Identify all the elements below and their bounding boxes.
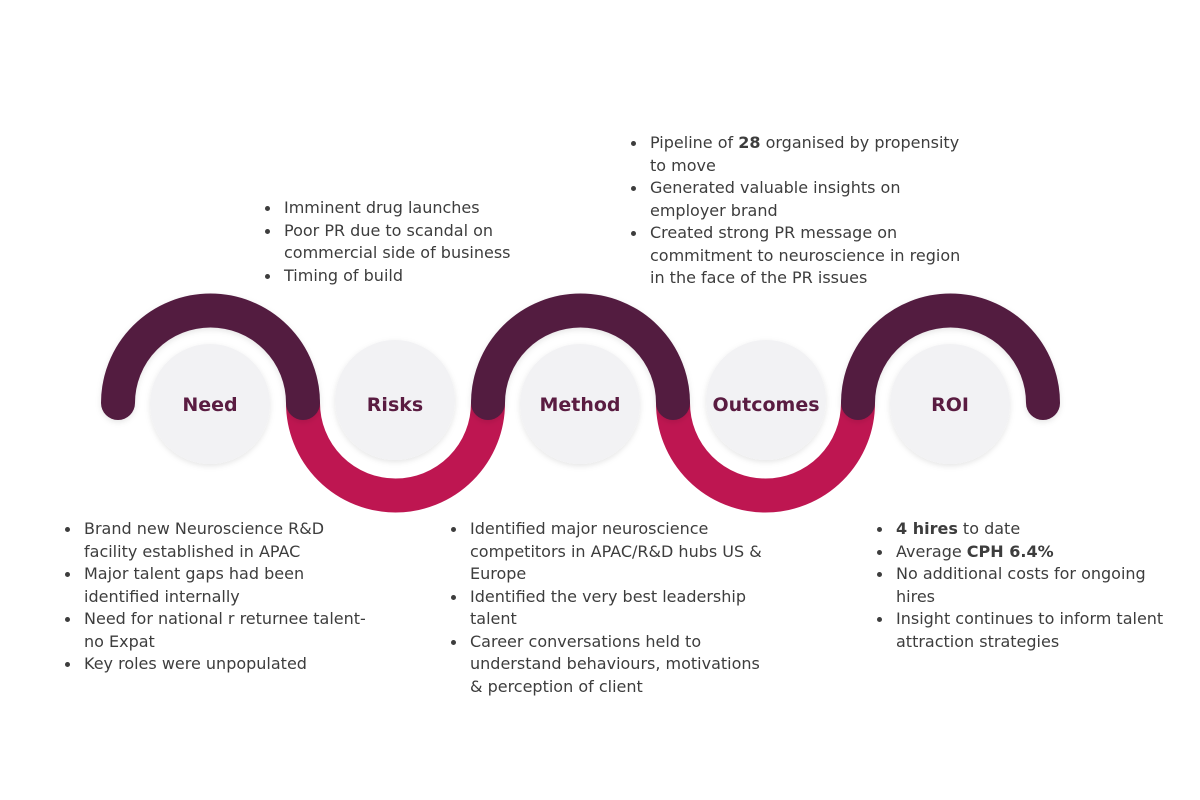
need-circle	[150, 344, 270, 464]
risks-item: Timing of build	[262, 265, 532, 288]
risks-list: Imminent drug launches Poor PR due to sc…	[262, 197, 532, 287]
need-upper-arc	[101, 293, 320, 420]
method-list: Identified major neuroscience competitor…	[448, 518, 768, 698]
risks-label: Risks	[367, 394, 423, 416]
need-item: Key roles were unpopulated	[62, 653, 382, 676]
roi-upper-arc	[841, 293, 1060, 420]
roi-item: 4 hires to date	[874, 518, 1174, 541]
risks-item: Imminent drug launches	[262, 197, 532, 220]
outcomes-item: Pipeline of 28 organised by propensity t…	[628, 132, 973, 177]
roi-circle	[890, 344, 1010, 464]
roi-label: ROI	[931, 394, 969, 416]
outcomes-item-text: organised by propensity to move	[650, 133, 960, 175]
method-item: Identified the very best leadership tale…	[448, 586, 768, 631]
need-item: Major talent gaps had been identified in…	[62, 563, 382, 608]
outcomes-circle	[706, 340, 826, 460]
method-item: Career conversations held to understand …	[448, 631, 768, 699]
method-label: Method	[539, 394, 620, 416]
roi-list: 4 hires to date Average CPH 6.4% No addi…	[874, 518, 1174, 653]
outcomes-list: Pipeline of 28 organised by propensity t…	[628, 132, 973, 290]
risks-item: Poor PR due to scandal on commercial sid…	[262, 220, 532, 265]
outcomes-item: Created strong PR message on commitment …	[628, 222, 973, 290]
roi-item-text: Average	[896, 541, 967, 561]
need-item: Brand new Neuroscience R&D facility esta…	[62, 518, 382, 563]
roi-cph: CPH 6.4%	[966, 541, 1054, 561]
roi-hires: 4 hires	[896, 519, 958, 538]
roi-item: Insight continues to inform talent attra…	[874, 608, 1174, 653]
method-item: Identified major neuroscience competitor…	[448, 518, 768, 586]
roi-item: Average CPH 6.4%	[874, 541, 1174, 564]
outcomes-label: Outcomes	[712, 394, 819, 416]
need-list: Brand new Neuroscience R&D facility esta…	[62, 518, 382, 676]
risks-circle	[335, 340, 455, 460]
method-circle	[520, 344, 640, 464]
roi-item: No additional costs for ongoing hires	[874, 563, 1174, 608]
roi-item-text: to date	[957, 519, 1021, 538]
need-item: Need for national r returnee talent- no …	[62, 608, 382, 653]
method-upper-arc	[471, 293, 690, 420]
risks-lower-arc	[286, 386, 505, 513]
outcomes-item-text: Pipeline of	[650, 133, 739, 152]
need-label: Need	[182, 394, 237, 416]
outcomes-pipeline-count: 28	[738, 133, 761, 152]
outcomes-item: Generated valuable insights on employer …	[628, 177, 973, 222]
outcomes-lower-arc	[656, 386, 875, 513]
